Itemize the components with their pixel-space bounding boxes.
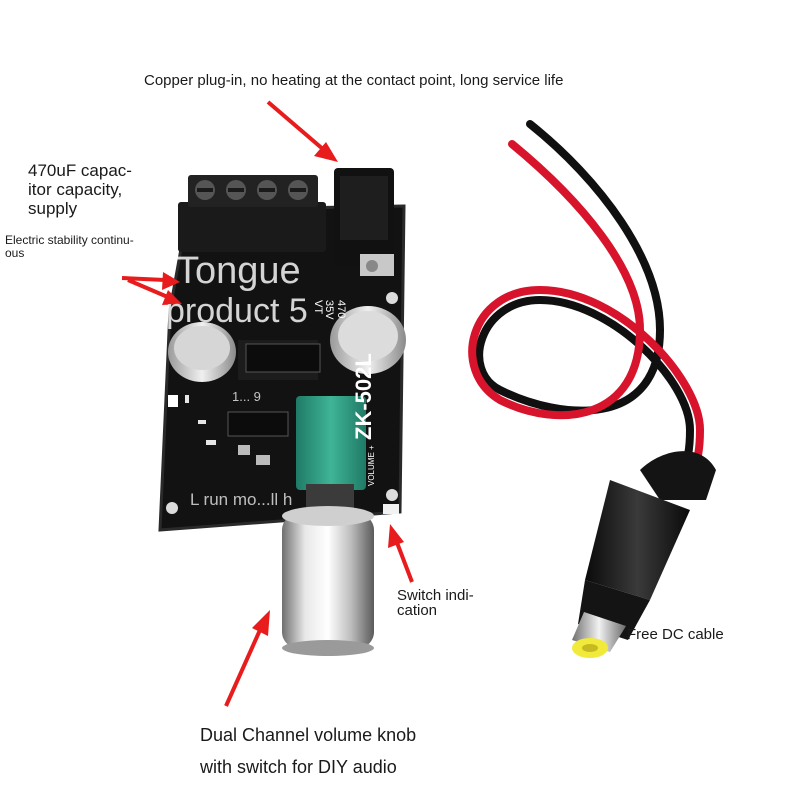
watermark-line-3: L run mo...ll h	[190, 490, 293, 509]
knob-icon	[282, 396, 399, 656]
board-volume-label: VOLUME +	[367, 445, 376, 486]
knob-annotation-line-1: Dual Channel volume knob	[200, 725, 417, 745]
ic-chips	[227, 343, 321, 465]
copper-plug-annotation: Copper plug-in, no heating at the contac…	[144, 72, 564, 89]
arrow-copper	[266, 100, 338, 162]
watermark-line-4: 1... 9	[232, 389, 261, 404]
arrow-knob	[224, 610, 270, 707]
capacitor-annotation: 470uF capac- itor capacity, supply	[28, 161, 132, 219]
arrow-capacitor-lower	[127, 278, 182, 305]
stability-annotation: Electric stability continu- ous	[5, 233, 134, 260]
watermark-line-2: product 5	[166, 292, 308, 330]
dc-jack-icon	[334, 168, 394, 276]
capacitor-marking: 470 35V VT	[311, 300, 347, 320]
switch-indication-annotation: Switch indi- cation	[397, 587, 474, 619]
terminal-block-icon	[178, 175, 326, 252]
arrow-icon	[121, 100, 414, 707]
dc-cable-annotation: Free DC cable	[627, 626, 724, 643]
dc-cable	[468, 120, 716, 658]
knob-annotation-line-2: with switch for DIY audio	[200, 757, 397, 777]
capacitor-icon	[168, 306, 406, 382]
watermark-line-1: Tongue	[176, 250, 301, 292]
board-model-label: ZK-502L	[351, 353, 376, 440]
arrow-switch	[388, 524, 414, 583]
